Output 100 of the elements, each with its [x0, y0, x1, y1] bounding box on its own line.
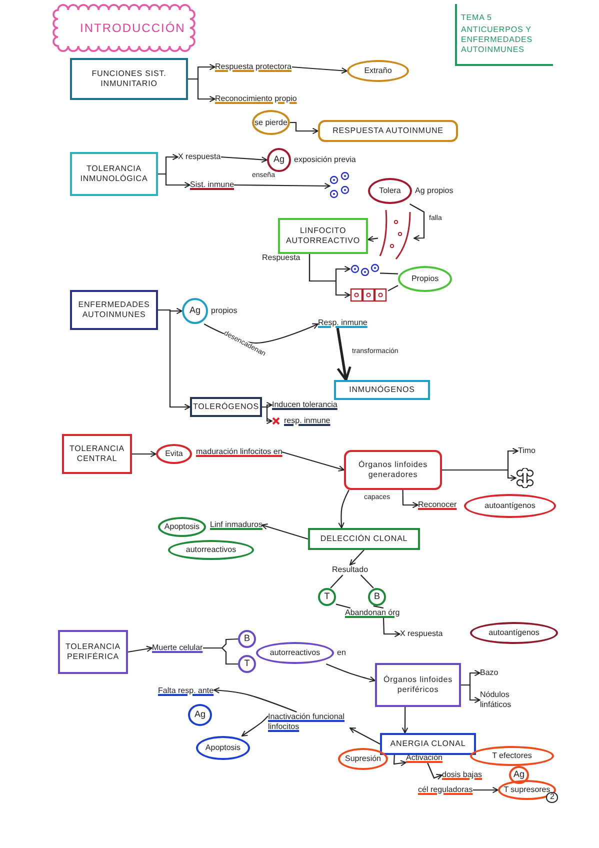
- concept-box: Órganos linfoides generadores: [344, 450, 442, 490]
- concept-box: RESPUESTA AUTOINMUNE: [318, 120, 458, 142]
- arrow: [427, 762, 442, 780]
- circled-term: Extraño: [347, 60, 409, 82]
- circled-term: autoantígenos: [464, 494, 556, 518]
- note-text: propios: [211, 306, 238, 315]
- arrow: [290, 122, 318, 134]
- arrow: [234, 182, 330, 190]
- circled-letter: Ag: [267, 148, 291, 172]
- connector-line: [203, 647, 238, 665]
- note-text: Respuesta: [262, 254, 300, 263]
- circled-term: Supresión: [338, 748, 388, 770]
- arrow: [402, 490, 418, 508]
- circled-term: autoantígenos: [470, 622, 558, 644]
- arrow: [128, 646, 152, 653]
- note-text: Ag propios: [415, 186, 454, 195]
- note-text: Nódulos linfáticos: [480, 690, 538, 710]
- note-text: Falta resp. ante: [158, 686, 214, 696]
- arrow: [350, 728, 380, 744]
- arrow: [336, 328, 352, 382]
- circled-term: Apoptosis: [158, 517, 206, 537]
- arrow: [410, 204, 425, 242]
- circled-term: Apoptosis: [196, 736, 250, 760]
- note-text: X respuesta: [178, 152, 221, 162]
- connector-line: [330, 574, 344, 588]
- circled-letter: T: [318, 588, 336, 606]
- circled-letter: Ag: [182, 298, 208, 324]
- note-text: Respuesta protectora: [215, 62, 292, 72]
- note-text: resp. inmune: [284, 416, 330, 425]
- arrow: [158, 309, 190, 410]
- note-text: Linf inmaduros: [210, 520, 262, 530]
- note-text: exposición previa: [294, 155, 356, 164]
- note-text: Reconocimiento propio: [215, 94, 297, 104]
- page-number: 2: [546, 792, 558, 803]
- connector-line: [380, 272, 398, 274]
- cells-drawing: [330, 172, 352, 200]
- arrow: [292, 66, 348, 74]
- note-text: X respuesta: [400, 629, 443, 639]
- title: INTRODUCCIÓN: [80, 21, 186, 36]
- note-text: Resp. inmune: [318, 318, 368, 328]
- note-text: Resultado: [332, 565, 368, 575]
- connector-line: [388, 285, 398, 292]
- arrow: [402, 707, 408, 734]
- arrow: [282, 451, 344, 472]
- note-text: cél reguladoras: [418, 785, 473, 795]
- concept-box: ANERGIA CLONAL: [380, 733, 476, 755]
- note-text: Reconocer: [418, 500, 457, 510]
- arrow: [132, 450, 156, 458]
- circled-letter: T: [238, 655, 256, 673]
- circled-letter: B: [368, 588, 386, 606]
- connector-line: [336, 604, 351, 609]
- arrow: [350, 550, 364, 566]
- circled-term: Propios: [398, 266, 452, 292]
- circled-term: autorreactivos: [256, 642, 334, 664]
- arrow: [338, 490, 350, 528]
- concept-box: ENFERMEDADES AUTOINMUNES: [70, 290, 158, 330]
- arrow: [461, 684, 480, 704]
- arrow: [442, 469, 516, 482]
- arrow: [262, 406, 272, 424]
- arrow: [241, 716, 268, 736]
- concept-box: INMUNÓGENOS: [334, 380, 430, 400]
- note-text: Inactivación funcional linfocitos: [268, 712, 350, 732]
- note-text: Sist. inmune: [190, 180, 234, 190]
- note-text: Activación: [406, 753, 442, 763]
- topic-title: ANTICUERPOS Y ENFERMEDADES AUTOINMUNES: [461, 25, 534, 55]
- circled-letter: Ag: [188, 704, 212, 726]
- arrow: [188, 78, 216, 102]
- arrow: [214, 687, 297, 713]
- cells-drawing: [350, 262, 380, 276]
- arrow: [262, 524, 308, 540]
- concept-box: TOLERANCIA CENTRAL: [62, 434, 132, 474]
- arrow: [308, 254, 350, 298]
- bone-icon: [516, 468, 534, 488]
- topic-number: TEMA 5: [461, 13, 492, 23]
- connector-line: [360, 574, 374, 588]
- circled-letter: Ag: [509, 766, 529, 784]
- circled-term: se pierde: [252, 110, 290, 135]
- note-text: maduración linfocitos en: [196, 447, 282, 457]
- connector-line: [373, 605, 384, 609]
- note-text: Muerte celular: [152, 643, 203, 653]
- concept-box: LINFOCITO AUTORREACTIVO: [278, 218, 368, 254]
- arrow: [158, 173, 190, 188]
- concept-box: TOLERÓGENOS: [190, 397, 262, 417]
- note-text: Inducen tolerancia: [272, 400, 338, 410]
- concept-box: TOLERANCIA PERIFÉRICA: [58, 630, 128, 674]
- tissue-cells-drawing: [350, 288, 388, 302]
- note-text: Abandonan órg: [345, 608, 400, 618]
- circled-term: Evita: [156, 444, 192, 464]
- arrow: [326, 664, 376, 682]
- arrow: [220, 156, 268, 163]
- arrow: [368, 236, 378, 242]
- arrow: [393, 754, 406, 766]
- circled-term: Tolera: [368, 178, 412, 204]
- note-text: Timo: [518, 446, 536, 456]
- note-text: dosis bajas: [442, 770, 482, 780]
- concept-box: DELECCIÓN CLONAL: [308, 528, 420, 550]
- circled-term: autorreactivos: [168, 540, 254, 560]
- note-text: en: [337, 648, 346, 657]
- concept-box: FUNCIONES SIST. INMUNITARIO: [70, 58, 188, 100]
- arrow: [382, 618, 400, 638]
